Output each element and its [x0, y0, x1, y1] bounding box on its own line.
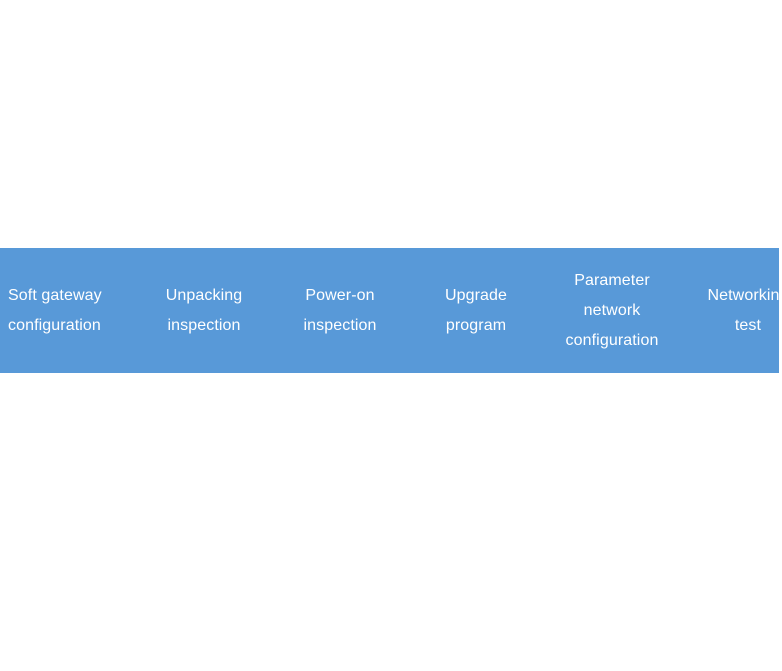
process-step-label-line: Power-on: [305, 286, 375, 304]
process-step-label-line: network: [583, 301, 641, 319]
process-step-upgrade-program[interactable]: Upgrade program: [408, 281, 544, 341]
process-step-parameter-network-configuration[interactable]: Parameter network configuration: [544, 266, 680, 356]
process-step-label-line: program: [445, 316, 507, 334]
process-step-label-line: test: [734, 316, 762, 334]
process-step-label-line: Soft gateway: [8, 286, 102, 304]
process-step-label-line: Networking: [707, 286, 782, 304]
process-step-networking-test[interactable]: Networking test: [680, 281, 782, 341]
process-step-label-line: Unpacking: [165, 286, 243, 304]
process-step-soft-gateway-configuration[interactable]: Soft gateway configuration: [0, 281, 136, 341]
process-step-unpacking-inspection[interactable]: Unpacking inspection: [136, 281, 272, 341]
process-step-power-on-inspection[interactable]: Power-on inspection: [272, 281, 408, 341]
process-step-label-line: inspection: [167, 316, 241, 334]
process-step-label-line: configuration: [8, 316, 101, 334]
process-step-label-line: Parameter: [574, 271, 650, 289]
process-flow-band: Soft gateway configuration Unpacking ins…: [0, 248, 782, 373]
process-step-label-line: configuration: [565, 331, 659, 349]
process-step-label-line: inspection: [303, 316, 377, 334]
process-step-label-line: Upgrade: [444, 286, 508, 304]
